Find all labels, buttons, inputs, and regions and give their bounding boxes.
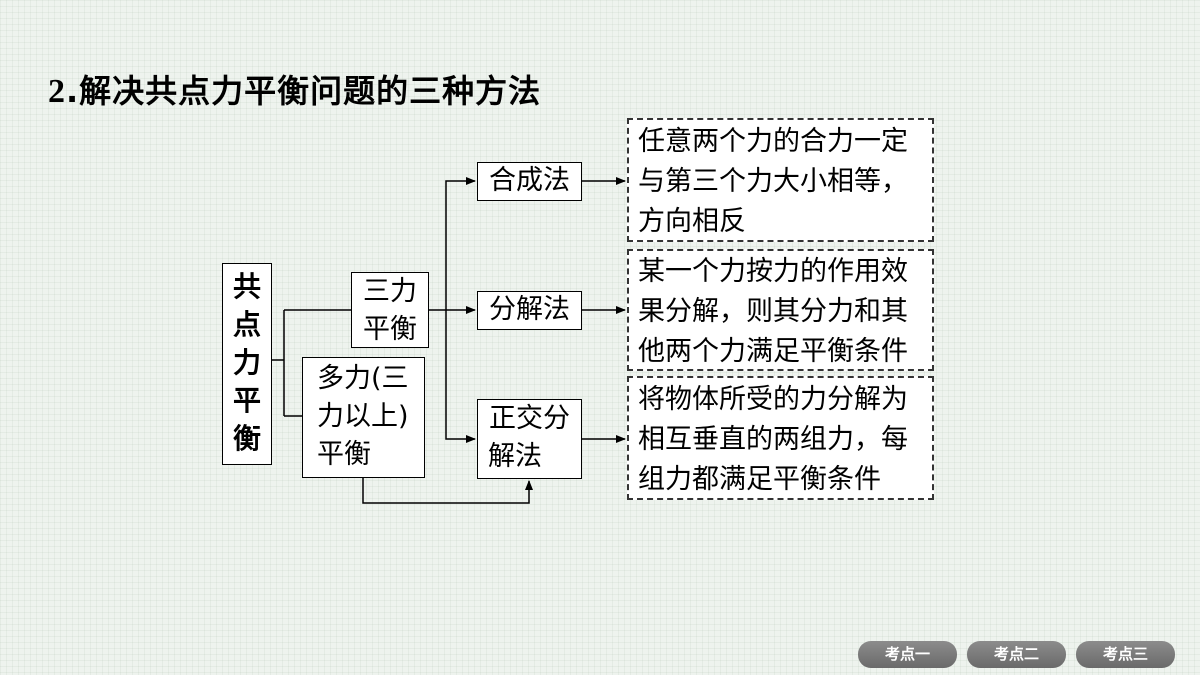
decomposition-desc-line1: 某一个力按力的作用效 <box>638 256 908 287</box>
nav-button-topic-1[interactable]: 考点一 <box>858 641 957 668</box>
orthogonal-desc-line1: 将物体所受的力分解为 <box>638 384 908 415</box>
root-connector <box>272 309 351 417</box>
decomposition-description-box: 某一个力按力的作用效 果分解，则其分力和其 他两个力满足平衡条件 <box>627 249 934 371</box>
multi-force-line1: 多力(三 <box>317 363 409 394</box>
orthogonal-desc-line2: 相互垂直的两组力，每 <box>638 424 908 455</box>
composition-method-box: 合成法 <box>477 162 582 201</box>
title-text: .解决共点力平衡问题的三种方法 <box>66 72 542 110</box>
orthogonal-desc-line3: 组力都满足平衡条件 <box>638 464 881 495</box>
page-title: 2.解决共点力平衡问题的三种方法 <box>48 66 541 112</box>
orthogonal-line1: 正交分 <box>489 403 570 434</box>
trunk-to-hecheng-arrow <box>445 177 476 310</box>
root-node-box: 共点力平衡 <box>222 263 272 465</box>
decomposition-desc-line3: 他两个力满足平衡条件 <box>638 336 908 367</box>
composition-desc-line3: 方向相反 <box>638 206 746 237</box>
multi-force-to-zhengjiao-arrow <box>362 478 533 504</box>
multi-force-line2: 力以上) <box>317 401 409 432</box>
three-force-case-box: 三力平衡 <box>351 272 429 348</box>
nav-button-topic-2[interactable]: 考点二 <box>967 641 1066 668</box>
decomposition-method-box: 分解法 <box>477 291 582 330</box>
composition-desc-line1: 任意两个力的合力一定 <box>638 126 908 157</box>
title-number: 2 <box>48 73 66 110</box>
trunk-to-zhengjiao-arrow <box>445 310 476 443</box>
decomposition-desc-line2: 果分解，则其分力和其 <box>638 296 908 327</box>
orthogonal-description-box: 将物体所受的力分解为 相互垂直的两组力，每 组力都满足平衡条件 <box>627 376 934 500</box>
composition-description-box: 任意两个力的合力一定 与第三个力大小相等， 方向相反 <box>627 118 934 242</box>
orthogonal-method-box: 正交分 解法 <box>477 399 582 479</box>
multi-force-line3: 平衡 <box>317 439 371 470</box>
orthogonal-line2: 解法 <box>488 441 542 472</box>
multi-force-case-box: 多力(三 力以上) 平衡 <box>302 357 425 478</box>
three-force-label: 三力平衡 <box>363 276 417 345</box>
nav-button-topic-3[interactable]: 考点三 <box>1076 641 1175 668</box>
composition-desc-line2: 与第三个力大小相等， <box>638 166 908 197</box>
